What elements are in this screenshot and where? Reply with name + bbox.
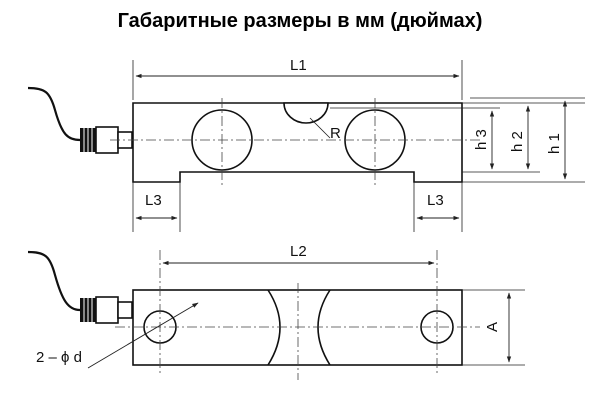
h3-label: h 3 (473, 129, 490, 150)
drawing-title: Габаритные размеры в мм (дюймах) (117, 10, 483, 32)
L1-label: L1 (290, 57, 307, 74)
A-label: A (484, 322, 501, 332)
L2-label: L2 (290, 243, 307, 260)
side-view: L1 R h 3 h 2 h 1 L3 L3 (27, 57, 585, 232)
hole-diameter-label: 2 – ϕ d (36, 349, 82, 366)
top-view: L2 A 2 – ϕ d (27, 243, 525, 380)
load-cell-body-top (132, 289, 463, 366)
hole-leader (87, 302, 199, 369)
L3-left-label: L3 (145, 192, 162, 209)
cable-bottom (27, 250, 81, 312)
h1-label: h 1 (546, 133, 563, 154)
radius-cut (283, 102, 329, 124)
L3-right-label: L3 (427, 192, 444, 209)
cable-top (27, 86, 81, 142)
connector-bottom (80, 296, 133, 324)
h2-label: h 2 (509, 131, 526, 152)
R-label: R (330, 125, 341, 142)
